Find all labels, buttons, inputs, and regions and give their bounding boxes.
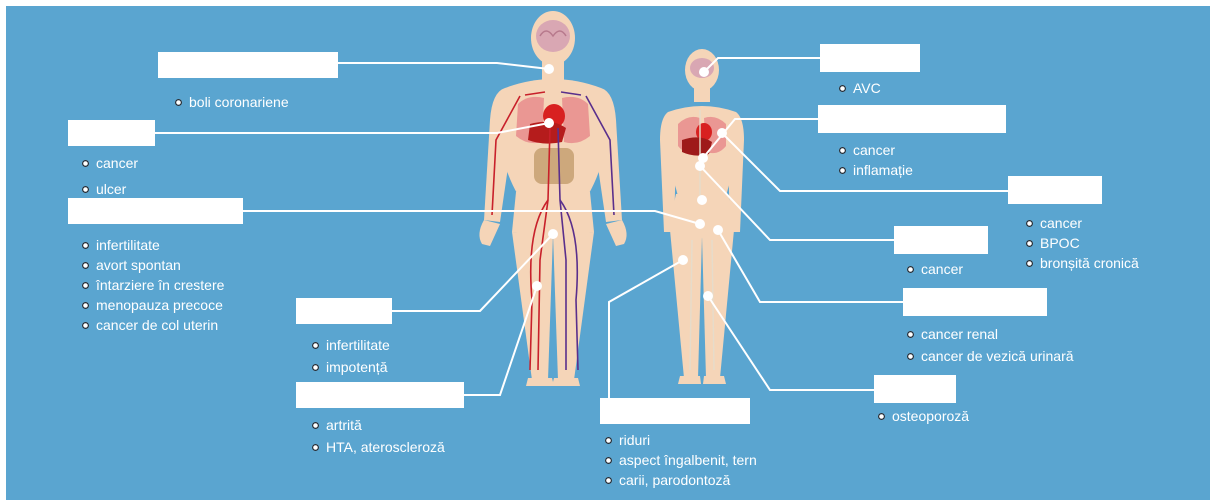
label-box-lungs — [1008, 176, 1102, 204]
list-item: HTA, ateroscleroză — [310, 436, 445, 458]
list-item: osteoporoză — [876, 406, 969, 426]
list-circulation: artrită HTA, ateroscleroză — [310, 414, 445, 458]
list-item: ulcer — [80, 176, 138, 202]
list-liver: cancer inflamație — [837, 140, 913, 180]
list-heart: boli coronariene — [173, 92, 289, 112]
list-item: cancer de col uterin — [80, 315, 224, 335]
label-box-brain — [820, 44, 920, 72]
list-stomach: cancer ulcer — [80, 150, 138, 202]
list-item: cancer — [905, 259, 963, 279]
list-item: riduri — [603, 430, 757, 450]
list-item: aspect îngalbenit, tern — [603, 450, 757, 470]
list-kidneys: cancer renal cancer de vezică urinară — [905, 323, 1074, 367]
list-reproductive-male: infertilitate impotență — [310, 334, 390, 378]
list-item: cancer — [80, 150, 138, 176]
label-box-stomach — [68, 120, 155, 146]
list-item: carii, parodontoză — [603, 470, 757, 490]
label-box-heart — [158, 52, 338, 78]
list-item: boli coronariene — [173, 92, 289, 112]
list-lungs: cancer BPOC bronșită cronică — [1024, 213, 1139, 273]
list-skin: riduri aspect îngalbenit, tern carii, pa… — [603, 430, 757, 490]
list-pancreas: cancer — [905, 259, 963, 279]
list-bones: osteoporoză — [876, 406, 969, 426]
label-box-reproductive-male — [296, 298, 392, 324]
label-box-circulation — [296, 382, 464, 408]
list-item: bronșită cronică — [1024, 253, 1139, 273]
list-item: cancer — [1024, 213, 1139, 233]
label-box-pancreas — [894, 226, 988, 254]
list-item: cancer renal — [905, 323, 1074, 345]
list-item: cancer — [837, 140, 913, 160]
list-item: infertilitate — [310, 334, 390, 356]
list-item: BPOC — [1024, 233, 1139, 253]
list-item: impotență — [310, 356, 390, 378]
list-item: infertilitate — [80, 235, 224, 255]
label-box-skin — [600, 398, 750, 424]
list-item: inflamație — [837, 160, 913, 180]
label-box-kidneys — [903, 288, 1047, 316]
list-item: AVC — [837, 78, 881, 98]
list-brain: AVC — [837, 78, 881, 98]
list-item: menopauza precoce — [80, 295, 224, 315]
list-reproductive-female: infertilitate avort spontan întarziere î… — [80, 235, 224, 335]
list-item: artrită — [310, 414, 445, 436]
label-box-bones — [874, 375, 956, 403]
list-item: întarziere în crestere — [80, 275, 224, 295]
list-item: avort spontan — [80, 255, 224, 275]
label-box-liver — [818, 105, 1006, 133]
list-item: cancer de vezică urinară — [905, 345, 1074, 367]
